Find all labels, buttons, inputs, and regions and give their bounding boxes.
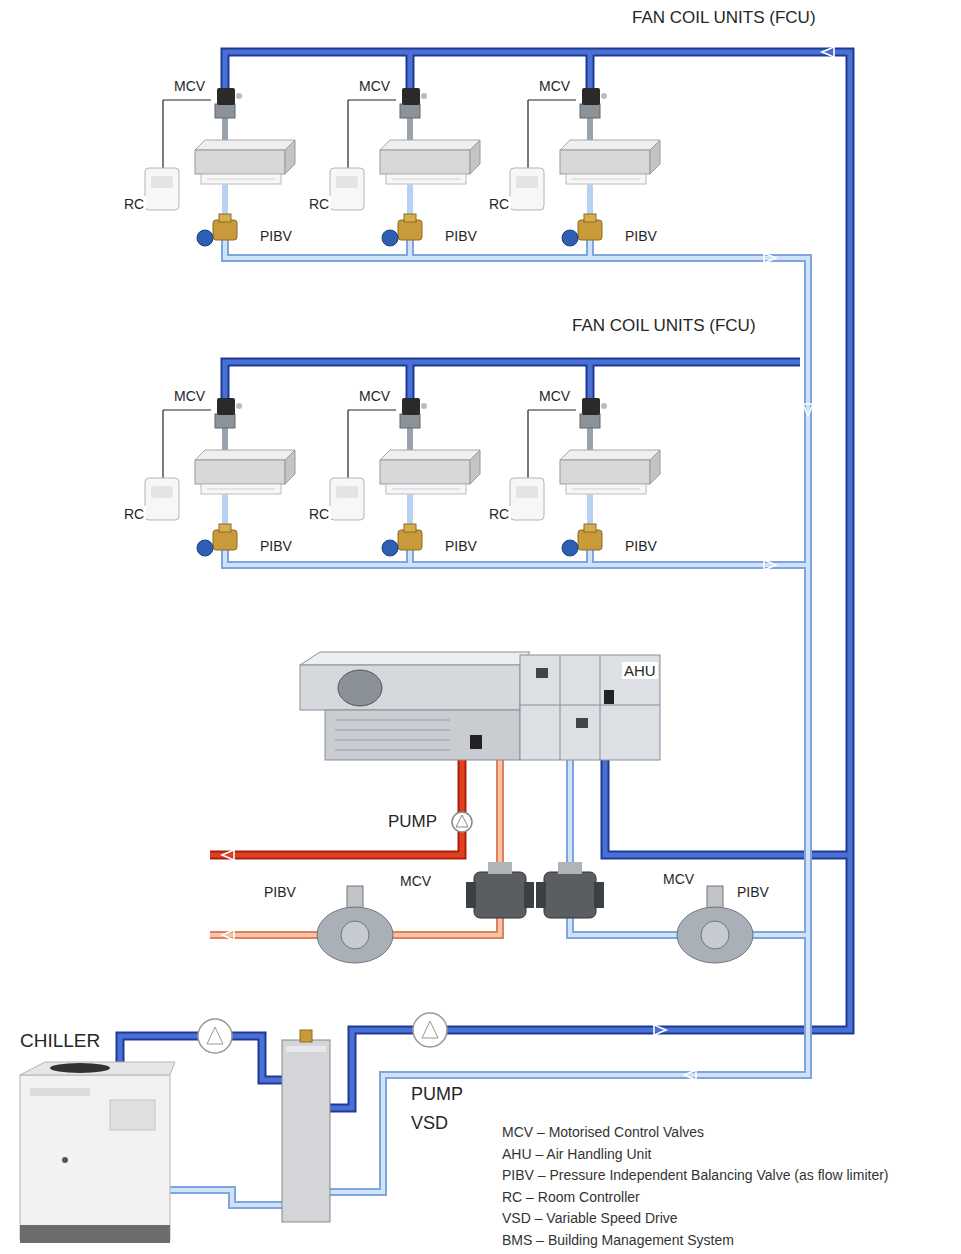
valve-label: MCV <box>357 78 392 94</box>
legend-entry: BMS – Building Management System <box>500 1232 736 1248</box>
valve-label: PIBV <box>623 538 659 554</box>
valve-label: PIBV <box>623 228 659 244</box>
controller-label: RC <box>307 506 331 522</box>
controller-label: RC <box>307 196 331 212</box>
controller-label: RC <box>122 506 146 522</box>
legend-entry: VSD – Variable Speed Drive <box>500 1210 680 1226</box>
controller-label: RC <box>487 196 511 212</box>
valve-label: MCV <box>537 78 572 94</box>
air-handling-unit <box>300 652 660 760</box>
valve-label: PIBV <box>735 884 771 900</box>
valve-label: PIBV <box>262 884 298 900</box>
legend-entry: MCV – Motorised Control Valves <box>500 1124 706 1140</box>
legend-entry: PIBV – Pressure Independent Balancing Va… <box>500 1167 891 1183</box>
valve-label: MCV <box>398 873 433 889</box>
controller-label: RC <box>487 506 511 522</box>
pump-symbol <box>198 1013 447 1053</box>
legend-entry: AHU – Air Handling Unit <box>500 1146 653 1162</box>
valve-label: MCV <box>357 388 392 404</box>
hydraulic-separator <box>282 1030 330 1222</box>
valve-label: MCV <box>172 388 207 404</box>
valve-label: PIBV <box>258 228 294 244</box>
valve-label: MCV <box>537 388 572 404</box>
supply-pipe <box>120 52 850 1108</box>
return-pipe <box>170 215 808 1205</box>
pump-symbol <box>452 812 472 832</box>
section-heading: FAN COIL UNITS (FCU) <box>630 8 818 28</box>
section-heading: FAN COIL UNITS (FCU) <box>570 316 758 336</box>
valve-label: MCV <box>172 78 207 94</box>
control-valve <box>466 862 604 918</box>
valve-label: MCV <box>661 871 696 887</box>
valve-label: PIBV <box>258 538 294 554</box>
flow-arrow <box>222 47 834 1080</box>
equipment-label: CHILLER <box>18 1030 102 1052</box>
chiller-unit <box>20 1062 175 1243</box>
equipment-label: PUMP <box>386 812 439 832</box>
equipment-label: PUMP VSD <box>409 1080 477 1138</box>
equipment-label: AHU <box>622 662 658 679</box>
legend-entry: RC – Room Controller <box>500 1189 642 1205</box>
valve-label: PIBV <box>443 228 479 244</box>
valve-label: PIBV <box>443 538 479 554</box>
balancing-valve <box>317 886 753 963</box>
controller-label: RC <box>122 196 146 212</box>
